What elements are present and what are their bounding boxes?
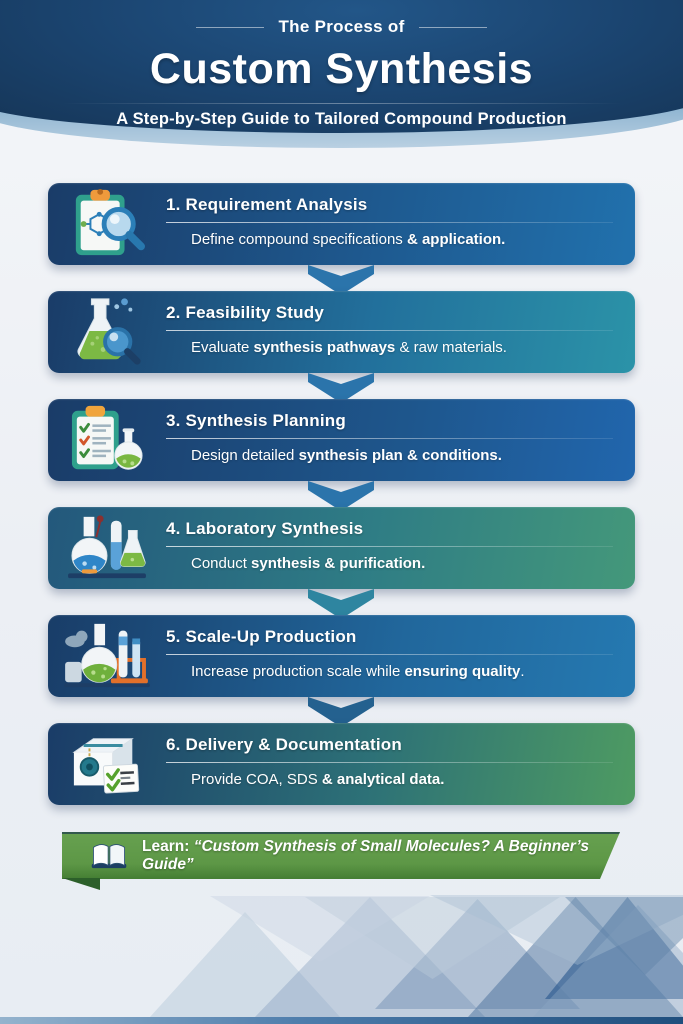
header: The Process of Custom Synthesis A Step-b…: [0, 0, 683, 129]
step-title: 2. Feasibility Study: [166, 303, 324, 322]
step-title: 5. Scale-Up Production: [166, 627, 357, 646]
banner-fold: [62, 878, 100, 890]
footer-strip: [0, 1017, 683, 1024]
step-divider: [166, 330, 613, 331]
step-divider: [166, 762, 613, 763]
step-row-1: 1. Requirement Analysis Define compound …: [48, 183, 635, 265]
learn-banner-text: Learn: “Custom Synthesis of Small Molecu…: [142, 837, 590, 873]
step-row-2: 2. Feasibility Study Evaluate synthesis …: [48, 291, 635, 373]
step-row-3: 3. Synthesis Planning Design detailed sy…: [48, 399, 635, 481]
step-description: Increase production scale while ensuring…: [191, 663, 525, 680]
step-divider: [166, 654, 613, 655]
step-description: Conduct synthesis & purification.: [191, 555, 426, 572]
step-divider: [166, 438, 613, 439]
step-title: 1. Requirement Analysis: [166, 195, 368, 214]
step-description: Define compound specifications & applica…: [191, 231, 506, 248]
scale-up-equipment-icon: [48, 615, 166, 697]
down-arrow-icon: [308, 697, 374, 727]
step-row-5: 5. Scale-Up Production Increase producti…: [48, 615, 635, 697]
page-title: Custom Synthesis: [149, 45, 534, 93]
lab-glassware-icon: [48, 507, 166, 589]
step-divider: [166, 222, 613, 223]
checklist-flask-icon: [48, 399, 166, 481]
step-title: 6. Delivery & Documentation: [166, 735, 402, 754]
header-divider: [61, 103, 622, 104]
down-arrow-icon: [308, 481, 374, 511]
step-row-4: 4. Laboratory Synthesis Conduct synthesi…: [48, 507, 635, 589]
step-description: Provide COA, SDS & analytical data.: [191, 771, 445, 788]
step-description: Evaluate synthesis pathways & raw materi…: [191, 339, 507, 356]
down-arrow-icon: [308, 373, 374, 403]
flask-magnifier-icon: [48, 291, 166, 373]
header-eyebrow: The Process of: [0, 17, 683, 37]
learn-banner[interactable]: Learn: “Custom Synthesis of Small Molecu…: [62, 832, 620, 879]
open-book-icon: [90, 841, 128, 871]
step-title: 4. Laboratory Synthesis: [166, 519, 364, 538]
geometric-pattern: [0, 895, 683, 1017]
step-description: Design detailed synthesis plan & conditi…: [191, 447, 502, 464]
clipboard-molecule-magnifier-icon: [48, 183, 166, 265]
package-documents-icon: [48, 723, 166, 805]
step-row-6: 6. Delivery & Documentation Provide COA,…: [48, 723, 635, 805]
down-arrow-icon: [308, 589, 374, 619]
header-subtitle: A Step-by-Step Guide to Tailored Compoun…: [116, 110, 567, 128]
step-title: 3. Synthesis Planning: [166, 411, 346, 430]
down-arrow-icon: [308, 265, 374, 295]
step-divider: [166, 546, 613, 547]
